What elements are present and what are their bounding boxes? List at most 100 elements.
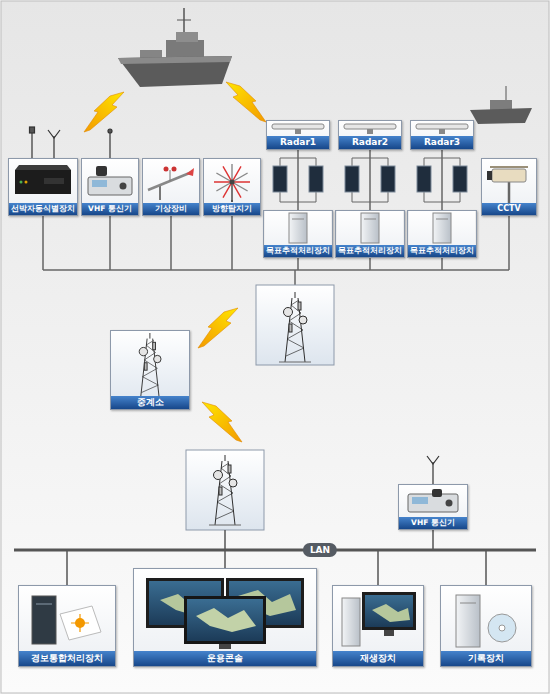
- server-tower: [361, 213, 379, 243]
- cctv-camera: [490, 166, 528, 168]
- console-monitor: [184, 596, 266, 644]
- radar-antenna: [416, 124, 468, 129]
- network-wire: [43, 269, 509, 271]
- radar-antenna: [367, 129, 373, 134]
- vhf-radio: [432, 489, 442, 497]
- main-ship: [118, 56, 232, 64]
- box-fill: [265, 210, 331, 258]
- box-fill: [8, 158, 78, 216]
- node-label: 목표추적처리장치: [338, 247, 402, 255]
- weather-sensor: [159, 186, 161, 200]
- alarm-processor: [32, 596, 56, 644]
- ais-box: 선박자동식별장치: [8, 158, 78, 216]
- weather-sensor: [170, 170, 171, 181]
- radio-link-bolt: [202, 402, 242, 442]
- node-label: Radar3: [424, 138, 460, 147]
- weather-sensor: [148, 167, 194, 201]
- label-bar: 재생장치: [333, 651, 423, 666]
- weather-box: 기상장비: [142, 158, 200, 216]
- radio-link-bolt: [84, 82, 266, 442]
- tracker-box: 목표추적처리장치: [407, 210, 477, 258]
- server-tower: [292, 219, 304, 220]
- ais-device: [20, 181, 23, 184]
- node-label: VHF 통신기: [88, 205, 132, 213]
- antenna: [30, 127, 35, 133]
- label-bar: Radar3: [411, 136, 473, 149]
- node-label: 선박자동식별장치: [11, 205, 75, 213]
- recording-device: [488, 614, 516, 642]
- cctv-camera: [487, 167, 528, 203]
- box-fill: [440, 585, 532, 667]
- alarm-processor-box: 경보통합처리장치: [18, 585, 116, 667]
- node-label: VHF 통신기: [411, 519, 455, 527]
- antenna: [108, 129, 112, 133]
- box-fill: [133, 568, 317, 667]
- vhf-radio: [408, 489, 458, 512]
- alarm-processor: [60, 606, 101, 640]
- ais-device: [15, 165, 71, 170]
- direction-finder-antenna: [223, 166, 241, 197]
- direction-finder-antenna: [214, 164, 250, 202]
- lan-bus: [14, 530, 536, 585]
- vhf-radio: [88, 177, 132, 195]
- vhf-radio: [120, 183, 127, 190]
- cctv-box: CCTV: [481, 158, 537, 216]
- label-bar: 기상장비: [143, 203, 199, 215]
- tower-box: [186, 450, 264, 530]
- label-bar: Radar2: [339, 136, 401, 149]
- vhf-radio: [446, 500, 453, 507]
- vhf-radio-box: VHF 통신기: [398, 484, 468, 530]
- direction-finder-antenna: [216, 173, 247, 191]
- node-label: Radar2: [352, 138, 388, 147]
- recording-device: [456, 595, 480, 647]
- radio-link-bolt: [84, 92, 124, 132]
- recording-device: [460, 603, 476, 604]
- console-monitor: [187, 599, 263, 641]
- node-label: 목표추적처리장치: [410, 247, 474, 255]
- label-bar: CCTV: [482, 203, 536, 215]
- box-fill: [398, 484, 468, 530]
- weather-sensor: [172, 167, 177, 172]
- recorder-box: 기록장치: [440, 585, 532, 667]
- antenna: [31, 132, 32, 158]
- box-fill: [332, 585, 424, 667]
- label-bar: 방향탐지기: [204, 203, 260, 215]
- box-fill: [409, 210, 475, 258]
- direction-finder-box: 방향탐지기: [203, 158, 261, 216]
- antenna: [53, 136, 54, 158]
- playback-device: [342, 592, 416, 646]
- box-fill: [18, 585, 116, 667]
- vhf-radio-box: VHF 통신기: [81, 158, 139, 216]
- node-label: Radar1: [280, 138, 316, 147]
- signal-module: [345, 166, 359, 192]
- playback-device: [362, 592, 416, 630]
- tower-box: [256, 285, 334, 365]
- box-fill: [203, 158, 261, 216]
- signal-module: [309, 166, 323, 192]
- node-label: 방향탐지기: [212, 205, 252, 213]
- node-label: 기상장비: [155, 205, 187, 213]
- node-label: 중계소: [137, 398, 164, 407]
- box-fill: [266, 120, 330, 150]
- signal-connector: [441, 150, 443, 210]
- vhf-radio: [92, 180, 107, 187]
- antenna: [427, 456, 439, 464]
- box-fill: [410, 120, 474, 150]
- label-bar: 선박자동식별장치: [9, 203, 77, 215]
- tower-box: [279, 292, 311, 362]
- main-ship: [177, 20, 191, 21]
- playback-box: 재생장치: [332, 585, 424, 667]
- node-label: CCTV: [497, 205, 520, 213]
- ais-device: [44, 178, 64, 184]
- antenna: [432, 462, 433, 484]
- bus-label: LAN: [303, 543, 337, 557]
- recording-device: [499, 625, 505, 631]
- vhf-radio: [88, 166, 132, 195]
- relay-station-box: 중계소: [110, 330, 190, 410]
- radar-box: Radar1: [266, 120, 330, 150]
- signal-connector: [369, 150, 371, 210]
- radar-antenna: [344, 124, 396, 129]
